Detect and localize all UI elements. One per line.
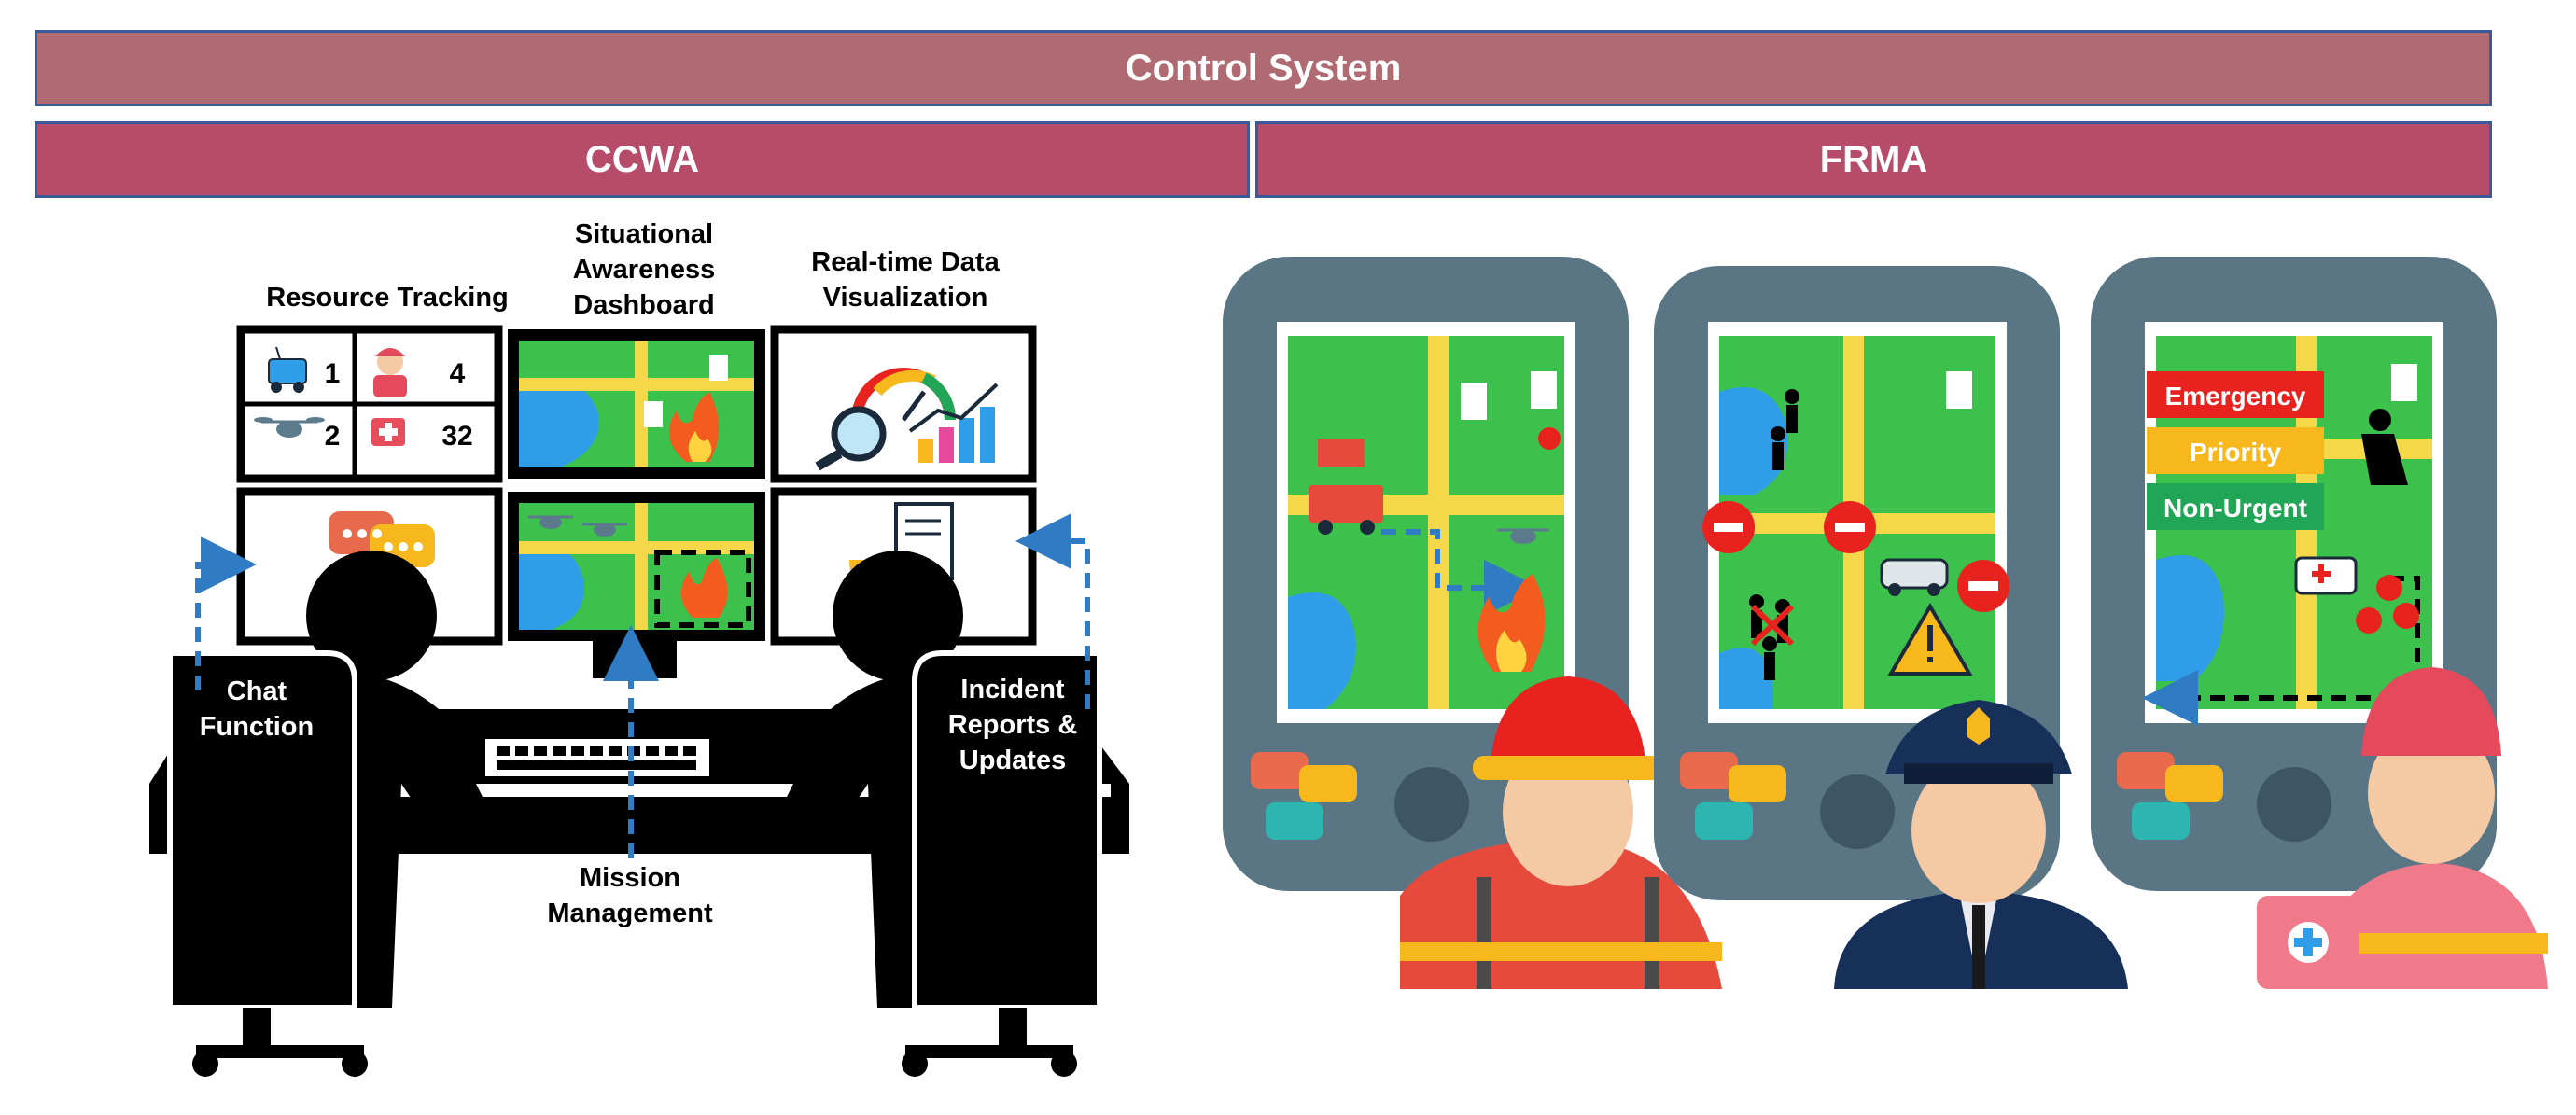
incident-reports-label: Incident Reports & Updates <box>947 675 1078 775</box>
drone-icon <box>1497 528 1549 544</box>
location-pin-icon <box>2393 603 2419 629</box>
resource-tracking-label: Resource Tracking <box>266 283 509 313</box>
police-car-icon <box>1880 558 1949 596</box>
responder-icon <box>373 348 407 397</box>
police-officer-avatar <box>1834 700 2128 989</box>
chat-bubbles-icon <box>2117 752 2223 840</box>
resource-tracking-screen: 1 2 4 32 <box>245 333 495 475</box>
situational-awareness-label: Situational Awareness Dashboard <box>572 219 716 320</box>
responder-count: 4 <box>450 358 466 389</box>
drone-count: 2 <box>325 421 341 452</box>
ccwa-bar: CCWA <box>35 121 1250 198</box>
magnifier-icon <box>831 406 887 462</box>
firefighter-avatar <box>1400 676 1722 989</box>
robot-count: 1 <box>325 358 341 389</box>
emergency-badge <box>2147 371 2324 418</box>
chat-bubbles-icon <box>1251 752 1357 840</box>
priority-badge <box>2147 427 2324 474</box>
paramedic-avatar <box>2257 667 2548 989</box>
mission-management-label: Mission Management <box>547 863 713 928</box>
phone-ems: Emergency Priority Non-Urgent <box>2091 257 2497 891</box>
location-pin-icon <box>2376 575 2402 601</box>
chat-bubbles-icon <box>1680 752 1786 840</box>
data-visualization-screen <box>815 368 999 471</box>
fire-truck-icon <box>1309 439 1383 535</box>
drone-icon <box>582 523 627 537</box>
operator-right <box>709 551 1102 1077</box>
frma-title: FRMA <box>1819 138 1928 180</box>
ambulance-icon <box>2294 556 2358 595</box>
injured-person-icon <box>2361 409 2408 485</box>
realtime-visualization-label: Real-time Data Visualization <box>811 247 1000 313</box>
dashboard-map-screen <box>519 341 754 467</box>
drone-icon <box>254 417 325 438</box>
fire-icon <box>1477 574 1546 672</box>
non-urgent-label: Non-Urgent <box>2163 494 2307 523</box>
robot-icon <box>268 346 307 393</box>
flow-arrows <box>195 513 1090 858</box>
chat-function-label: Chat Function <box>199 676 315 742</box>
location-pin-icon <box>2356 607 2382 634</box>
drone-icon <box>528 515 573 529</box>
frma-bar: FRMA <box>1255 121 2492 198</box>
control-system-title: Control System <box>1125 47 1402 89</box>
medical-kit-icon <box>371 418 405 446</box>
chair-right <box>912 650 1102 1010</box>
monitor-stand <box>593 641 677 678</box>
medical-count: 32 <box>441 421 472 452</box>
ccwa-title: CCWA <box>584 138 700 180</box>
control-system-bar: Control System <box>35 30 2492 106</box>
emergency-label: Emergency <box>2165 382 2306 411</box>
non-urgent-badge <box>2147 483 2324 530</box>
priority-label: Priority <box>2190 438 2281 467</box>
mission-map-screen <box>519 503 754 630</box>
chair-left <box>167 650 357 1010</box>
hydrant-icon <box>1538 427 1561 450</box>
operator-left <box>167 551 560 1077</box>
